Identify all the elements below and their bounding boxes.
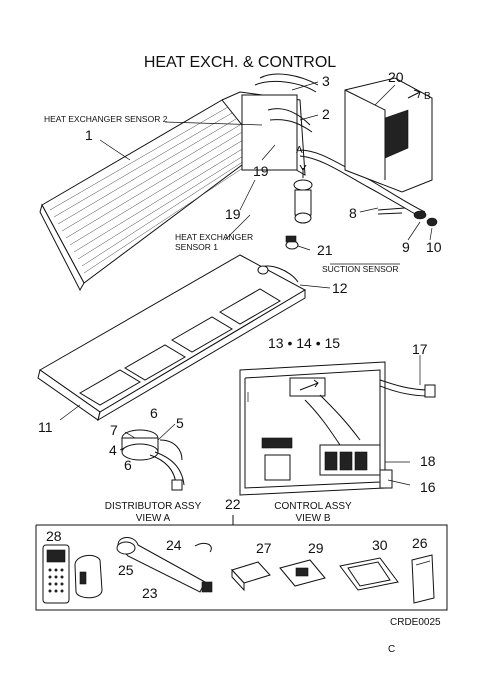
clip-24 bbox=[194, 542, 212, 553]
diagram-title: HEAT EXCH. & CONTROL bbox=[144, 54, 336, 71]
callout-27: 27 bbox=[256, 540, 272, 556]
callout-1: 1 bbox=[85, 127, 93, 143]
callout-23: 23 bbox=[142, 585, 158, 601]
callout-19b: 19 bbox=[225, 206, 241, 222]
callout-30: 30 bbox=[372, 537, 388, 553]
drain-pan bbox=[37, 254, 307, 422]
callout-8: 8 bbox=[349, 205, 357, 221]
callout-2: 2 bbox=[322, 106, 330, 122]
callout-20: 20 bbox=[388, 69, 404, 85]
label-control-assy: CONTROL ASSY bbox=[274, 501, 352, 512]
callout-22: 22 bbox=[225, 496, 241, 512]
revision-letter: C bbox=[388, 644, 395, 655]
callout-18: 18 bbox=[420, 453, 436, 469]
callout-7: 7 bbox=[110, 422, 118, 438]
refrigerant-piping bbox=[254, 73, 426, 219]
distributor-valve bbox=[293, 164, 313, 224]
label-view-a: A bbox=[296, 145, 303, 156]
callout-10: 10 bbox=[426, 239, 442, 255]
label-view-b: B bbox=[424, 91, 431, 102]
label-control-view: VIEW B bbox=[295, 513, 330, 524]
label-hx-sensor-1-line2: SENSOR 1 bbox=[175, 242, 218, 252]
leader-lines bbox=[59, 81, 433, 486]
terminal-box-cover bbox=[344, 77, 433, 193]
drain-hose bbox=[116, 537, 213, 593]
distributor-assy-view-a bbox=[121, 429, 185, 491]
heat-exchanger bbox=[39, 91, 306, 292]
bracket-29 bbox=[279, 559, 326, 587]
label-hx-sensor-1-line1: HEAT EXCHANGER bbox=[175, 232, 253, 242]
callout-12: 12 bbox=[332, 280, 348, 296]
callout-6b: 6 bbox=[124, 457, 132, 473]
manual-26 bbox=[411, 554, 435, 604]
callout-13-14-15: 13 • 14 • 15 bbox=[268, 335, 340, 351]
remote-controller bbox=[42, 544, 70, 604]
callout-4: 4 bbox=[109, 442, 117, 458]
sensor-21 bbox=[285, 235, 299, 250]
callout-21: 21 bbox=[317, 242, 333, 258]
label-distributor-view: VIEW A bbox=[136, 513, 171, 524]
label-suction-sensor: SUCTION SENSOR bbox=[322, 264, 399, 274]
callout-5: 5 bbox=[176, 415, 184, 431]
callout-24: 24 bbox=[166, 537, 182, 553]
callout-25: 25 bbox=[118, 562, 134, 578]
bracket-27 bbox=[231, 561, 271, 592]
callout-19a: 19 bbox=[253, 163, 269, 179]
callout-28: 28 bbox=[46, 528, 62, 544]
callout-6a: 6 bbox=[150, 405, 158, 421]
drawing-code: CRDE0025 bbox=[390, 617, 441, 628]
callout-17: 17 bbox=[412, 341, 428, 357]
remote-holder bbox=[74, 554, 103, 599]
callout-26: 26 bbox=[412, 535, 428, 551]
control-assy-view-b bbox=[239, 361, 436, 496]
label-hx-sensor-2: HEAT EXCHANGER SENSOR 2 bbox=[44, 114, 168, 124]
callout-3: 3 bbox=[322, 73, 330, 89]
accessory-kit-frame bbox=[35, 515, 448, 611]
callout-16: 16 bbox=[420, 479, 436, 495]
callout-11: 11 bbox=[38, 419, 53, 435]
suction-sensor-assy bbox=[330, 207, 438, 265]
label-distributor-assy: DISTRIBUTOR ASSY bbox=[105, 501, 202, 512]
callout-29: 29 bbox=[308, 540, 324, 556]
plate-30 bbox=[339, 557, 399, 591]
callout-9: 9 bbox=[402, 239, 410, 255]
